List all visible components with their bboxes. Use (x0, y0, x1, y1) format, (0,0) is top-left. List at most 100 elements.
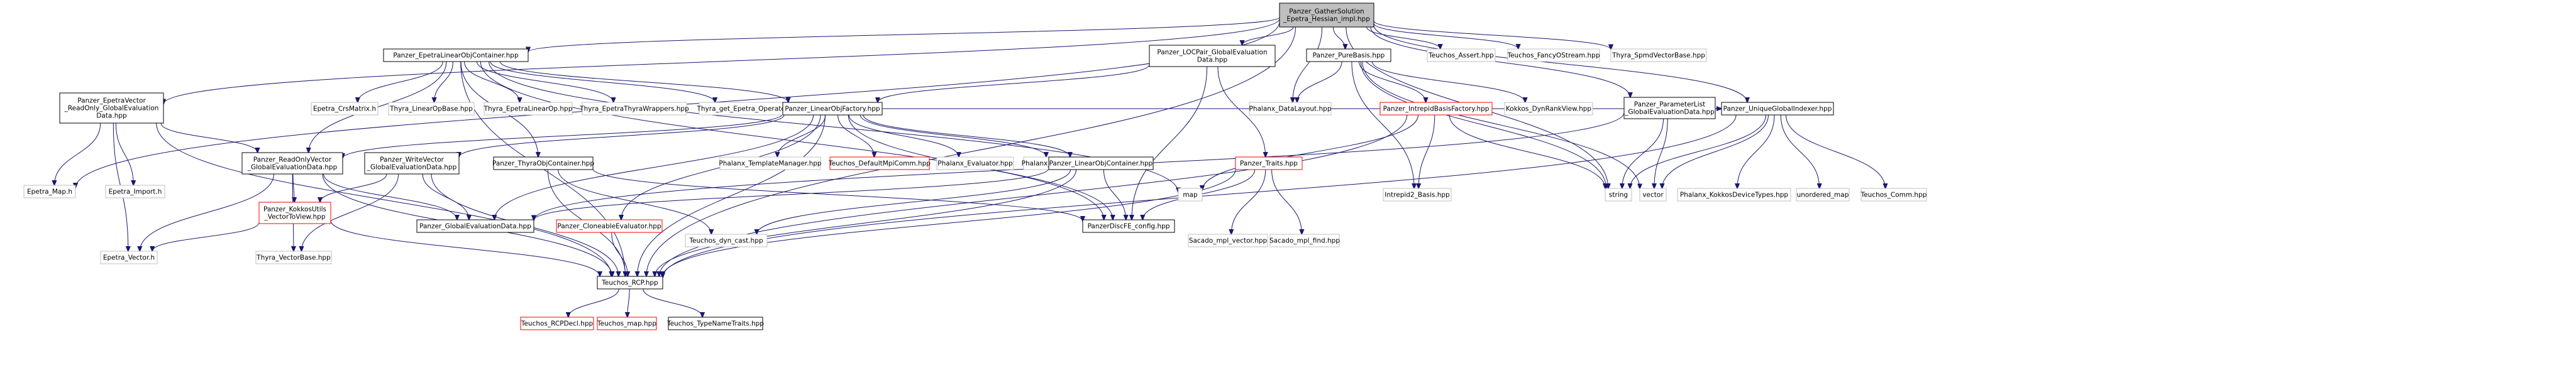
node-spmd: Thyra_SpmdVectorBase.hpp (1610, 48, 1707, 62)
node-label: Thyra_EpetraLinearOp.hpp (484, 106, 573, 113)
node-loc[interactable]: Panzer_LinearObjContainer.hpp (1048, 156, 1154, 170)
edge-lof-to-phxeval (848, 114, 959, 157)
node-label: Intrepid2_Basis.hpp (1385, 192, 1450, 199)
node-box (1721, 102, 1834, 116)
node-box (311, 102, 379, 116)
edge-tloc-to-discfe (592, 168, 1083, 222)
node-box (105, 185, 165, 198)
node-lof[interactable]: Panzer_LinearObjFactory.hpp (782, 102, 883, 116)
node-kutils[interactable]: Panzer_KokkosUtils_VectorToView.hpp (258, 202, 331, 224)
edge-lof-to-rcp (638, 114, 826, 276)
node-phxeval: Phalanx_Evaluator.hpp (936, 156, 1014, 170)
edge-root-to-paramlist (1370, 26, 1630, 97)
node-string: string (1605, 188, 1632, 202)
node-paramlist[interactable]: Panzer_ParameterList_GlobalEvaluationDat… (1623, 97, 1716, 119)
node-clone[interactable]: Panzer_CloneableEvaluator.hpp (556, 219, 663, 233)
edge-purebasis-to-dynrank (1371, 61, 1525, 102)
node-box (1623, 97, 1716, 119)
node-box (1639, 188, 1667, 202)
node-mpicomm[interactable]: Teuchos_DefaultMpiComm.hpp (828, 156, 931, 170)
edge-purebasis-to-ibasis (1351, 61, 1414, 188)
node-label: Phalanx_TemplateManager.hpp (719, 160, 822, 168)
edge-root-to-phxlayout (1293, 26, 1323, 102)
node-box (1249, 102, 1332, 116)
node-label: PanzerDiscFE_config.hpp (1088, 223, 1170, 230)
node-tloc[interactable]: Panzer_ThyraObjContainer.hpp (492, 156, 594, 170)
node-rcp[interactable]: Teuchos_RCP.hpp (597, 276, 663, 290)
node-purebasis[interactable]: Panzer_PureBasis.hpp (1306, 48, 1391, 62)
node-tmm: Phalanx_TemplateManager.hpp (719, 156, 822, 170)
node-box (1383, 188, 1452, 202)
node-label: Phalanx_Evaluator.hpp (937, 160, 1013, 168)
node-epvector: Epetra_Vector.h (100, 251, 158, 264)
edge-rcp-to-rcpdecl (568, 288, 619, 317)
node-label: Epetra_CrsMatrix.h (313, 106, 376, 113)
edge-ugi-to-umap (1780, 114, 1819, 188)
node-box (1677, 188, 1791, 202)
node-box (597, 317, 657, 330)
edge-ugi-to-string (1630, 114, 1766, 188)
node-tmap[interactable]: Teuchos_map.hpp (597, 317, 657, 330)
node-label: Panzer_EpetraVector (77, 97, 146, 105)
edge-paramlist-to-vector (1654, 118, 1668, 188)
node-box (100, 251, 158, 264)
node-box (1269, 234, 1340, 247)
node-epimport: Epetra_Import.h (105, 185, 165, 198)
edge-kutils-to-rcp (330, 220, 600, 276)
node-box (1427, 48, 1496, 62)
edge-clone-to-rcp (611, 232, 628, 276)
edge-root-to-spmd (1373, 20, 1611, 50)
node-box (1178, 188, 1203, 202)
node-label: unordered_map (1797, 192, 1849, 199)
node-box (258, 202, 331, 224)
node-label: Thyra_get_Epetra_Operator.hpp (696, 106, 802, 113)
edge-lof-to-rovec (343, 113, 783, 158)
node-tnt[interactable]: Teuchos_TypeNameTraits.hpp (666, 317, 764, 330)
node-ged[interactable]: Panzer_GlobalEvaluationData.hpp (416, 219, 534, 233)
node-wvec[interactable]: Panzer_WriteVector_GlobalEvaluationData.… (364, 152, 460, 175)
node-label: Panzer_KokkosUtils (263, 206, 326, 214)
node-ugi[interactable]: Panzer_UniqueGlobalIndexer.hpp (1721, 102, 1834, 116)
node-locpair[interactable]: Panzer_LOCPair_GlobalEvaluationData.hpp (1149, 45, 1276, 67)
edge-elc-to-getop (490, 61, 715, 102)
node-label: Data.hpp (96, 112, 127, 120)
node-rovec[interactable]: Panzer_ReadOnlyVector_GlobalEvaluationDa… (241, 152, 343, 175)
edge-loc-to-ged (534, 168, 1049, 220)
edge-elc-to-eplinop (464, 61, 520, 102)
edge-lof-to-loc (863, 114, 1070, 157)
node-label: Teuchos_TypeNameTraits.hpp (666, 320, 764, 328)
node-root[interactable]: Panzer_GatherSolution_Epetra_Hessian_imp… (1279, 3, 1374, 28)
node-label: map (1183, 192, 1198, 199)
edge-rovec-to-kutils (293, 173, 294, 202)
node-eplinop: Thyra_EpetraLinearOp.hpp (484, 102, 573, 116)
node-ibasis: Intrepid2_Basis.hpp (1383, 188, 1452, 202)
edge-rcp-to-tnt (643, 288, 702, 317)
edge-root-to-elc (528, 17, 1280, 52)
edge-elc-to-discfe (480, 61, 1103, 220)
node-box (597, 276, 663, 290)
edge-purebasis-to-phxlayout (1297, 61, 1342, 102)
edge-loc-to-rcp (655, 169, 1077, 276)
edge-epvec-to-rcp (156, 122, 612, 276)
edge-rcp-to-tmap (627, 288, 629, 317)
node-box (59, 92, 164, 124)
node-elc[interactable]: Panzer_EpetraLinearObjContainer.hpp (383, 48, 529, 62)
node-box (1306, 48, 1391, 62)
node-traits[interactable]: Panzer_Traits.hpp (1235, 156, 1303, 170)
node-rcpdecl[interactable]: Teuchos_RCPDecl.hpp (520, 317, 594, 330)
node-box (668, 317, 763, 330)
node-label: Sacado_mpl_vector.hpp (1189, 237, 1268, 245)
node-ibf[interactable]: Panzer_IntrepidBasisFactory.hpp (1379, 102, 1493, 116)
node-umap: unordered_map (1796, 188, 1850, 202)
edge-ugi-to-vector (1662, 114, 1769, 188)
node-epvec[interactable]: Panzer_EpetraVector_ReadOnly_GlobalEvalu… (59, 92, 164, 124)
edge-epvec-to-epmap (54, 122, 101, 185)
edge-epvec-to-rovec (160, 122, 258, 153)
node-box (364, 152, 460, 175)
edge-elc-to-crs (358, 61, 443, 102)
node-label: _GlobalEvaluationData.hpp (1624, 109, 1715, 116)
node-box (1507, 48, 1600, 62)
node-discfe[interactable]: PanzerDiscFE_config.hpp (1082, 219, 1175, 233)
node-box (493, 156, 594, 170)
